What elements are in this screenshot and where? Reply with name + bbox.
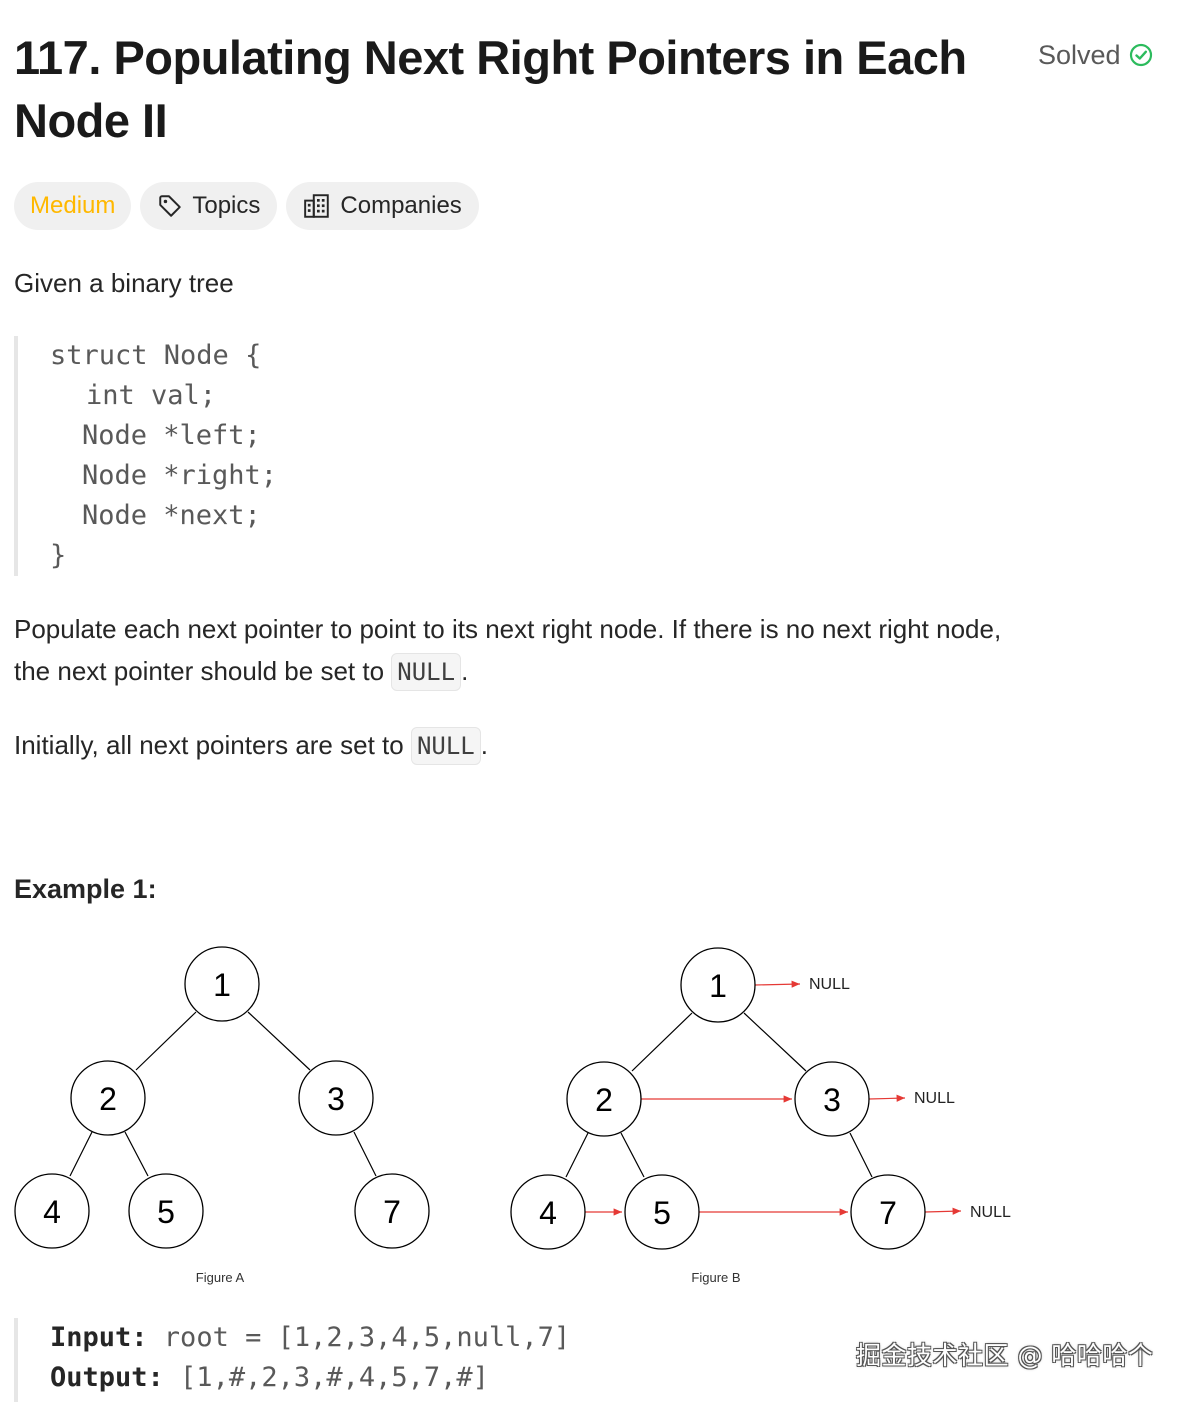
code-line: Node *next; [82,500,261,531]
watermark: 掘金技术社区 @ 哈哈哈个 [856,1341,1154,1370]
node-label: 7 [383,1194,401,1230]
null-code: NULL [391,653,462,691]
node-label: 4 [43,1194,61,1230]
example-io-block: Input: root = [1,2,3,4,5,null,7] Output:… [14,1318,714,1402]
period: . [480,730,488,760]
code-line: Node *right; [82,460,278,491]
description-text: Populate each next pointer to point to i… [14,614,1002,644]
output-line: Output: [1,#,2,3,#,4,5,7,#] [50,1358,489,1398]
node-label: 7 [879,1195,897,1231]
node-label: 2 [99,1081,117,1117]
null-label: NULL [914,1090,955,1107]
tree-nodes [14,946,430,1249]
next-pointer-arrows [585,980,962,1216]
companies-label: Companies [340,192,462,219]
node-label: 1 [213,967,231,1003]
input-line: Input: root = [1,2,3,4,5,null,7] [50,1318,570,1358]
null-label: NULL [970,1204,1011,1221]
difficulty-label: Medium [30,192,116,219]
check-circle-icon [1129,43,1152,67]
code-line: } [50,540,67,571]
node-label: 3 [823,1082,841,1118]
description-text: the next pointer should be set to [14,656,392,686]
node-label: 4 [539,1195,557,1231]
topics-button[interactable]: Topics [140,182,278,230]
building-icon [304,194,330,218]
figure-caption: Figure B [691,1270,740,1285]
code-line: int val; [86,380,217,411]
difficulty-badge[interactable]: Medium [14,182,132,230]
tag-bar: Medium Topics Companies [14,182,479,230]
tree-nodes [510,947,926,1250]
problem-title: 117. Populating Next Right Pointers in E… [14,31,967,147]
example-title: Example 1: [14,874,157,904]
tag-icon [159,195,182,217]
output-value: [1,#,2,3,#,4,5,7,#] [163,1362,489,1393]
intro-text: Given a binary tree [14,268,234,298]
input-label: Input: [50,1322,148,1353]
description-paragraph: Populate each next pointer to point to i… [14,608,1164,692]
node-label: 3 [327,1081,345,1117]
node-label: 5 [157,1194,175,1230]
null-code: NULL [410,727,481,765]
code-line: Node *left; [82,420,261,451]
solved-label: Solved [1038,39,1121,70]
node-label: 1 [709,968,727,1004]
example-figure: 1 2 3 4 5 7 Figure A [14,946,1011,1285]
period: . [461,656,469,686]
companies-button[interactable]: Companies [286,182,479,230]
output-label: Output: [50,1362,164,1393]
initial-paragraph: Initially, all next pointers are set to … [14,724,488,766]
null-label: NULL [809,976,850,993]
figure-caption: Figure A [196,1270,245,1285]
tree-edges [69,1011,377,1177]
node-label: 2 [595,1082,613,1118]
solved-status: Solved [1038,38,1153,72]
topics-label: Topics [192,192,261,219]
tree-edges [565,1012,873,1178]
figure-b: 1 2 3 4 5 7 NULL NULL NULL Figure B [510,947,1011,1285]
node-label: 5 [653,1195,671,1231]
struct-code-block: struct Node { int val; Node *left; Node … [14,336,614,576]
description-text: Initially, all next pointers are set to [14,730,411,760]
code-line: struct Node { [50,340,262,371]
figure-a: 1 2 3 4 5 7 Figure A [14,946,430,1285]
input-value: root = [1,2,3,4,5,null,7] [147,1322,571,1353]
